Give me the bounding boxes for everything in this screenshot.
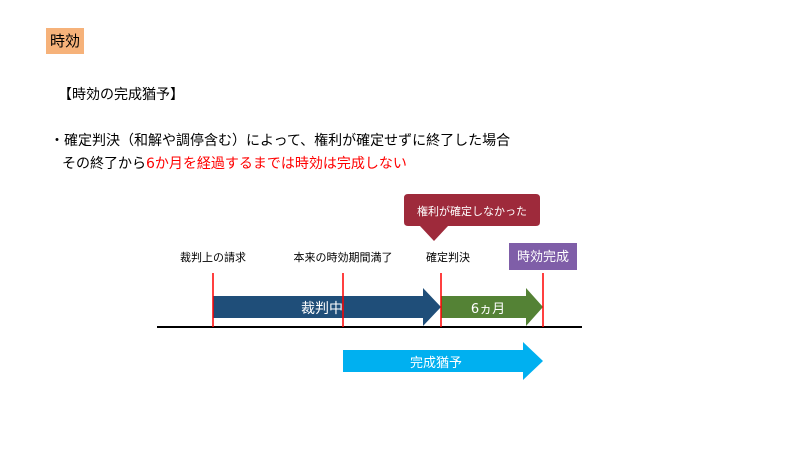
section-heading: 【時効の完成猶予】 [58,87,184,103]
milestone-label-judgment: 確定判決 [426,250,470,264]
trial-arrow [213,288,441,326]
grace-period-arrow-label: 完成猶予 [410,356,462,371]
completion-label: 時効完成 [517,250,569,265]
callout-bubble [404,194,540,241]
topic-tag: 時効 [46,28,85,54]
six-month-arrow [441,288,543,326]
topic-tag-label: 時効 [50,32,81,50]
grace-period-arrow [343,342,543,380]
bullet-line-2: その終了から6か月を経過するまでは時効は完成しない [62,153,407,173]
bullet-line-1: ・確定判決（和解や調停含む）によって、権利が確定せずに終了した場合 [50,133,511,149]
trial-arrow-label: 裁判中 [301,301,343,317]
completion-box [509,243,577,270]
milestone-label-claim: 裁判上の請求 [180,250,246,264]
bullet-line-2-prefix: その終了から [62,156,146,172]
six-month-arrow-label: 6ヵ月 [471,302,505,317]
milestone-label-original-expiry: 本来の時効期間満了 [294,250,393,264]
callout-text: 権利が確定しなかった [417,204,527,218]
bullet-line-2-emphasis: 6か月を経過するまでは時効は完成しない [146,156,407,172]
